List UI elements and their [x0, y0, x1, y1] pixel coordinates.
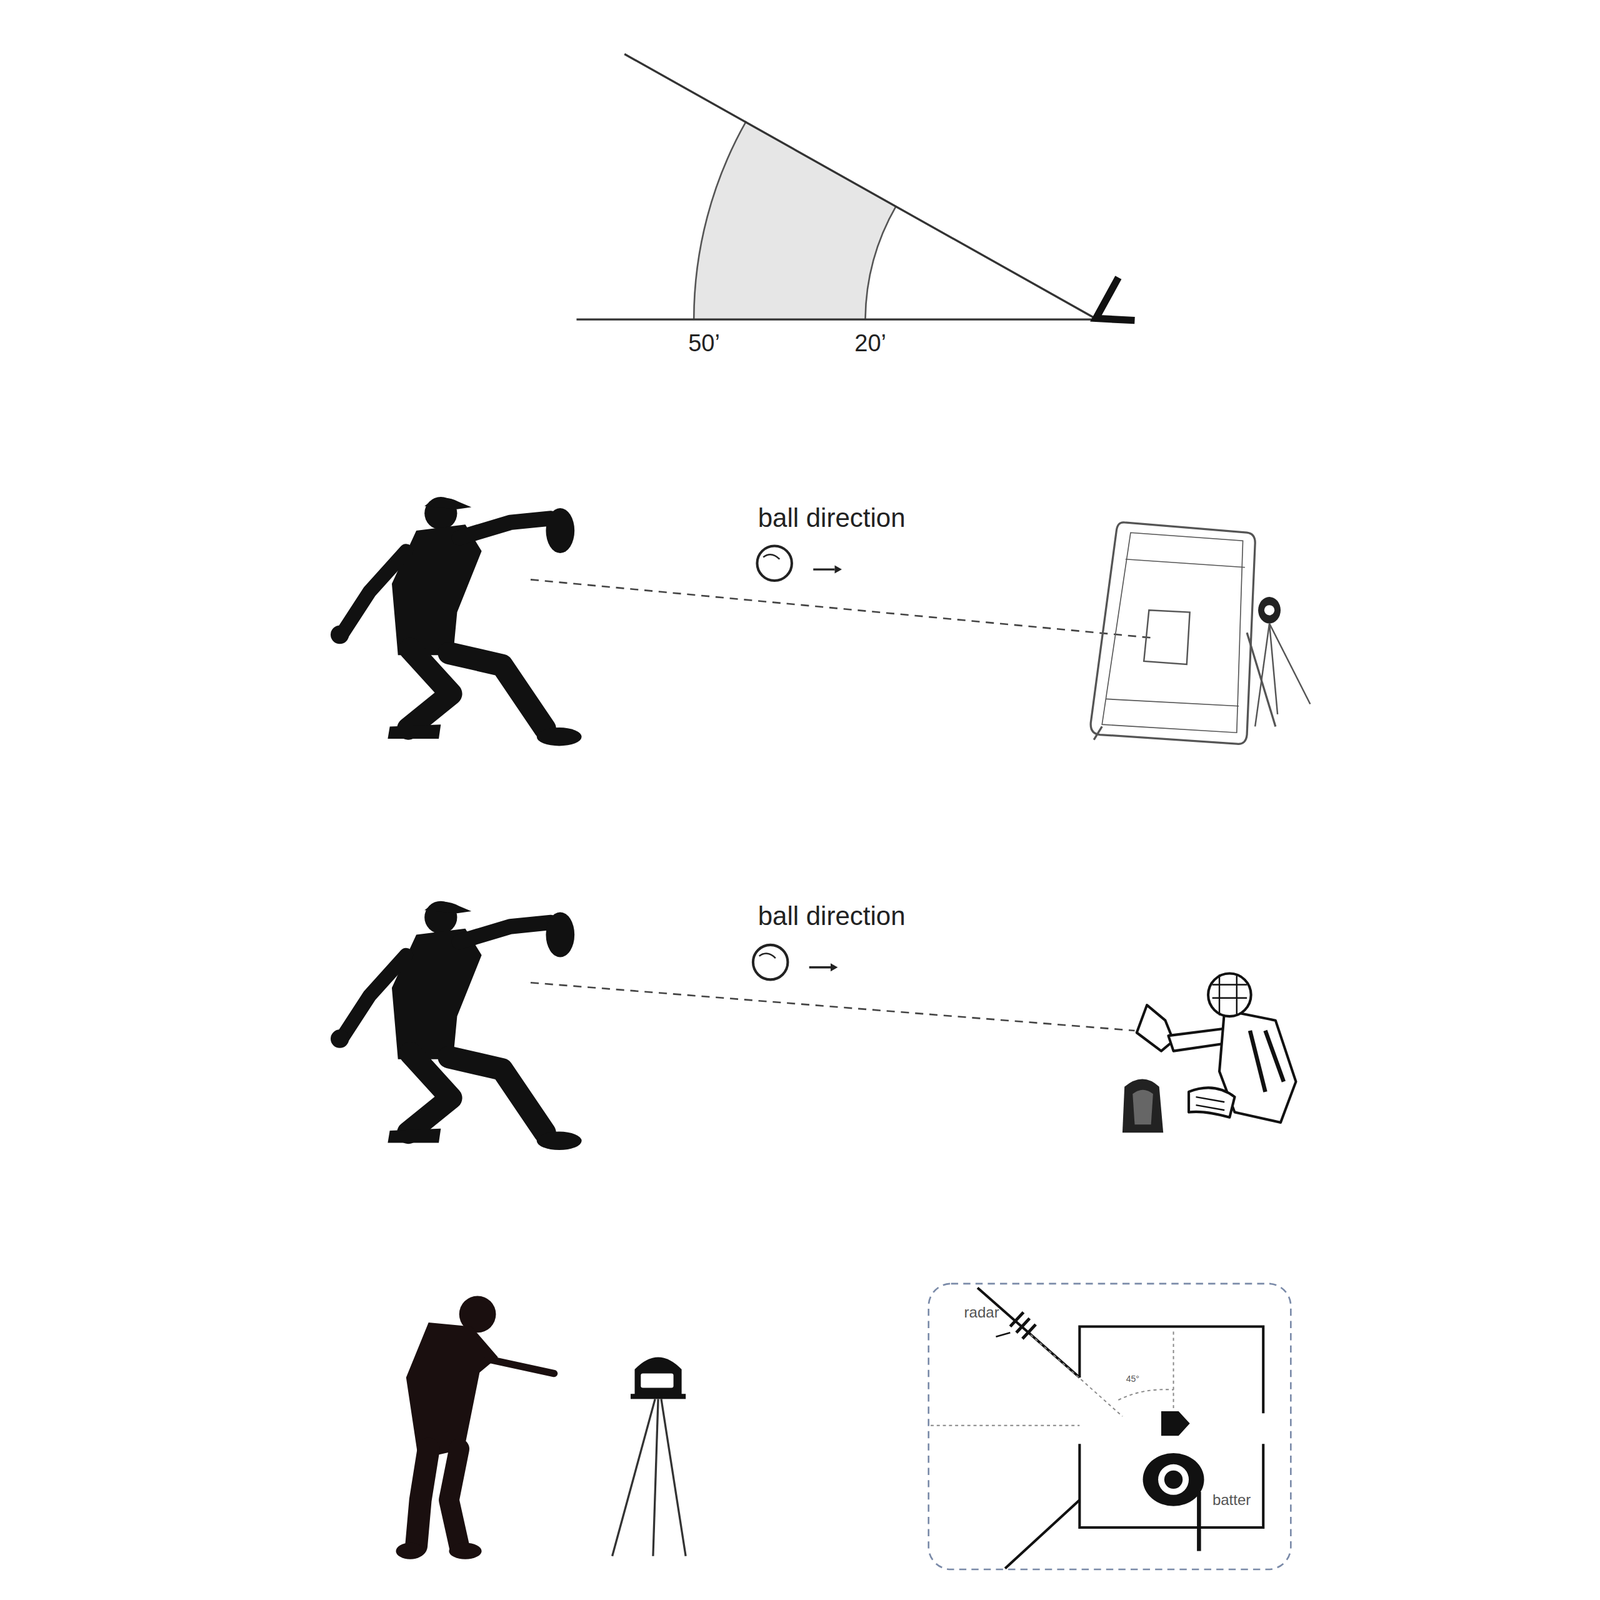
device-label: radar	[964, 1303, 1000, 1320]
distance-label: 20’	[854, 330, 887, 357]
direction-label: ball direction	[758, 901, 906, 931]
angle-label: 45°	[1126, 1375, 1140, 1385]
position-label: batter	[1212, 1491, 1251, 1509]
direction-label: ball direction	[758, 503, 906, 533]
distance-label: 50’	[688, 330, 720, 357]
